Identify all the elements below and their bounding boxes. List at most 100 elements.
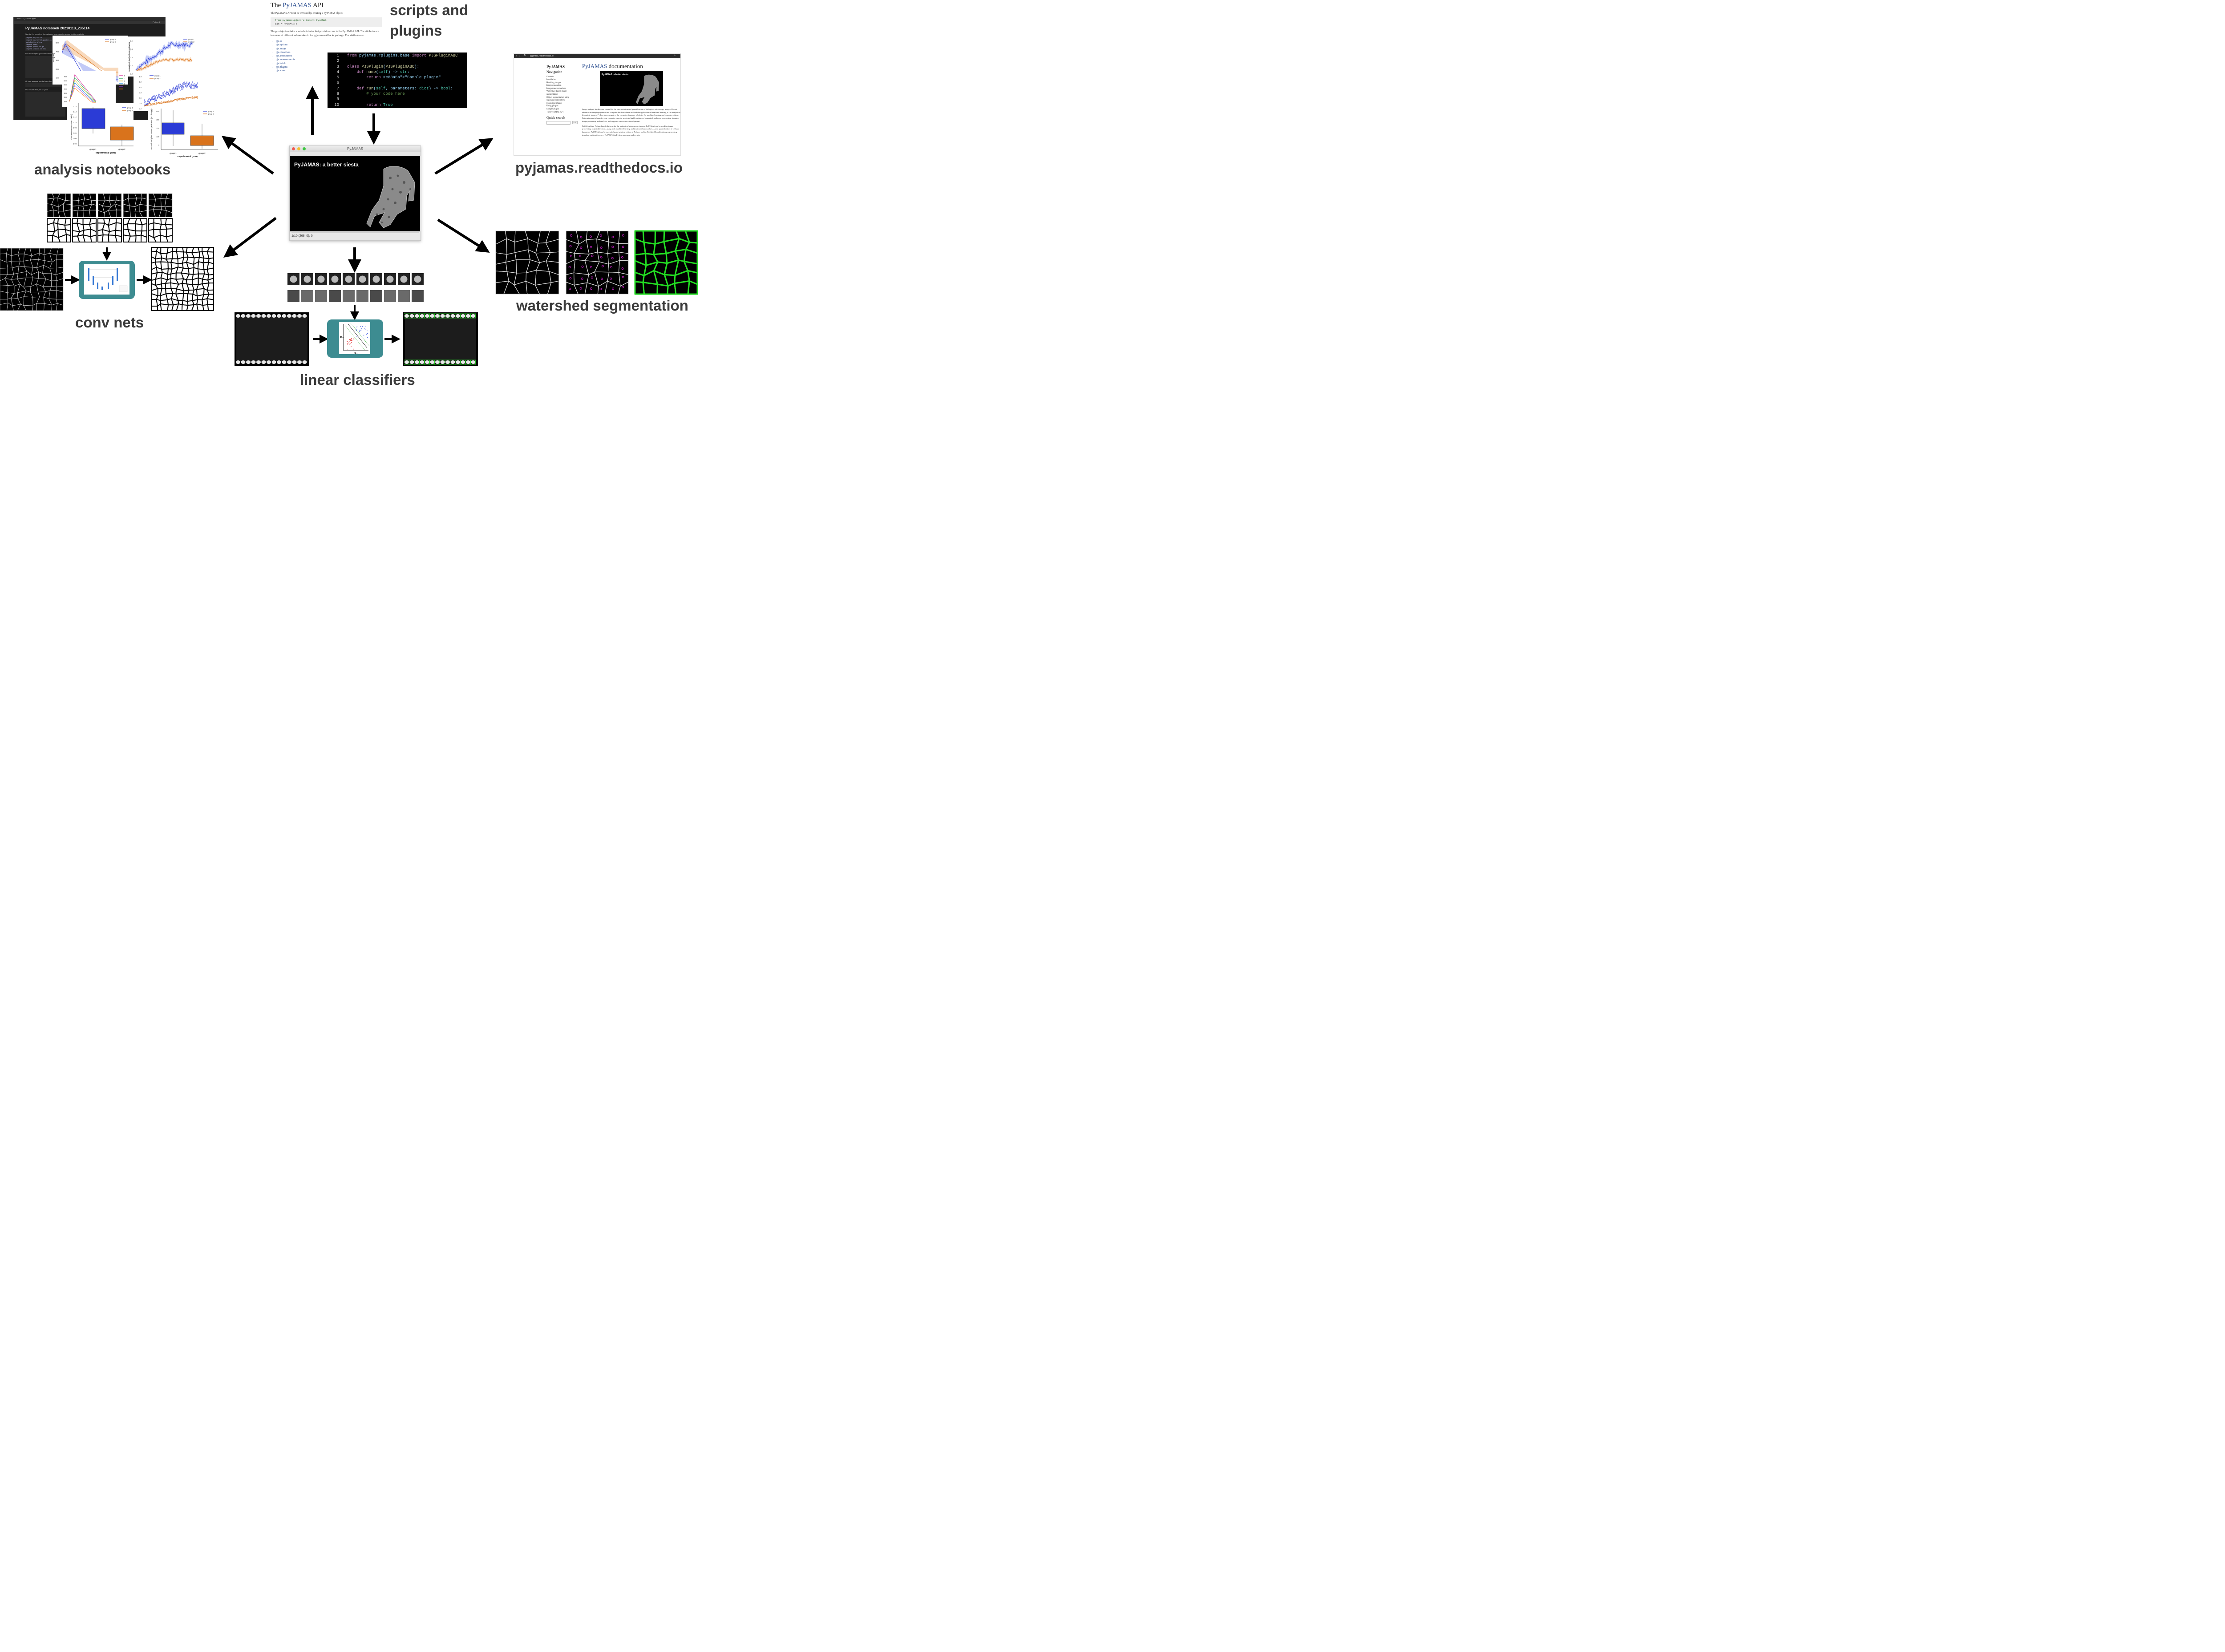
api-doc-item[interactable]: pjs.measurements [276,58,382,61]
legend-label: group 2 [127,109,133,112]
group-label: group 1 [170,152,177,154]
label-conv-nets: conv nets [75,314,144,331]
group1-trace [144,82,198,106]
url-bar[interactable]: pyjamas.readthedocs.io [530,55,554,57]
pajama-image [366,166,415,228]
class-b-point [356,336,357,337]
frame-slider[interactable] [291,232,419,233]
code-line[interactable]: 4 def name(self) -> str: [328,69,467,75]
rtd-toc-item[interactable]: Measuring images [546,102,562,105]
class-b-point [367,337,368,338]
y-tick-label: 1.4 [139,76,142,78]
area-series-line [69,74,97,102]
star-icon[interactable]: ☆ [673,54,676,57]
maximize-button[interactable] [303,147,306,150]
y-tick-label: 0.10 [73,121,77,124]
image-canvas[interactable]: PyJAMAS: a better siesta [290,156,420,231]
forward-icon[interactable]: › [519,54,521,57]
unet-layer [88,268,89,281]
api-doc-item[interactable]: pjs.plugins [276,65,382,69]
api-doc-item[interactable]: pjs.annotations [276,54,382,58]
api-doc-item[interactable]: pjs.about [276,69,382,73]
unet-layer [97,283,98,289]
y-tick-label: 0.06 [73,132,77,134]
area-series-line [69,88,96,103]
line-number: 3 [336,64,339,69]
group-label: group 2 [198,152,206,154]
negative-patch [343,290,355,302]
reload-icon[interactable]: ↻ [524,54,526,57]
group2-box [110,126,134,141]
api-doc-title-link[interactable]: PyJAMAS [283,2,312,9]
api-doc-code: from pyjamas.pjscore import PyJAMAS pjs … [271,17,382,27]
y-tick-label: 0.8 [139,92,142,94]
legend-label: group 1 [188,38,194,40]
negative-patch [398,290,410,302]
positive-patch [301,273,313,285]
group2-trace [144,96,198,106]
code-line[interactable]: 5 return #e88a5a">"Sample plugin" [328,75,467,80]
margin-line [345,325,365,350]
api-doc-item[interactable]: pjs.image [276,47,382,51]
y-tick-label: 400 [56,50,59,53]
rtd-toc-item[interactable]: Using plugins [546,105,558,108]
api-doc-item[interactable]: pjs.batch [276,62,382,65]
scatter-plot [339,322,370,354]
rtd-toc-item[interactable]: Object segmentation using [546,96,570,99]
legend-label: 4 [124,85,125,88]
api-doc-item[interactable]: pjs.io [276,40,382,43]
rtd-toc-item[interactable]: segmentation [546,93,558,96]
api-doc-item[interactable]: pjs.options [276,43,382,47]
class-b-point [367,333,368,334]
readthedocs-window: ‹ › ↻ pyjamas.readthedocs.io ☆ PyJAMAS N… [514,53,681,156]
api-doc-item[interactable]: pjs.classifiers [276,51,382,54]
rtd-search-input[interactable] [546,121,570,125]
class-b-point [359,330,360,331]
code-line[interactable]: 10 return True [328,102,467,108]
legend-label: 3 [124,83,125,85]
notebook-tab[interactable]: 20210113_235114.ipynb [16,17,36,20]
class-a-point [352,338,354,339]
class-a-point [349,339,350,340]
training-mask [148,218,173,242]
rtd-toc-item[interactable]: The PyJAMAS API [546,111,564,113]
code-line[interactable]: 7 def run(self, parameters: dict) -> boo… [328,86,467,91]
negative-patch [370,290,382,302]
close-button[interactable] [292,147,295,150]
back-icon[interactable]: ‹ [516,54,517,57]
training-image [123,193,147,218]
training-image [47,193,71,218]
rtd-toc-item[interactable]: Image annotation [546,85,562,87]
y-tick-label: 200 [64,96,67,98]
code-line[interactable]: 9 [328,97,467,102]
code-line[interactable]: 6 [328,80,467,85]
rtd-toc-item[interactable]: Handling images [546,81,561,84]
watershed-output [634,230,698,295]
code-line[interactable]: 2 [328,58,467,64]
y-tick-label: 500 [64,84,67,86]
rtd-banner-image: PyJAMAS: a better siesta [600,71,663,106]
positive-patch [384,273,396,285]
minimize-button[interactable] [297,147,300,150]
training-image [148,193,173,218]
rtd-toc-item[interactable]: Sample plugin [546,108,559,110]
rtd-go-button[interactable]: Go [572,121,578,125]
rtd-sidebar-title[interactable]: PyJAMAS [546,65,565,69]
code-line[interactable]: 8 # your code here [328,91,467,97]
rtd-toc-item[interactable]: Watershed-based image [546,90,567,93]
notebook-intro: We start by importing the packages neces… [25,33,84,35]
rtd-toc-item[interactable]: supervised classifiers [546,99,565,102]
rtd-toc-item[interactable]: Image transformations [546,87,566,90]
notebook-code-line: import numpy [26,44,38,46]
y-tick-label: 300 [56,59,59,61]
api-doc-para2: The pjs object contains a set of attribu… [271,30,379,37]
rtd-toc-item[interactable]: Installation [546,79,556,81]
area-plot-2 [62,71,116,107]
watershed-panel [495,230,698,295]
class-b-point [364,329,366,330]
line-number: 5 [336,75,339,80]
class-a-point [350,340,352,341]
